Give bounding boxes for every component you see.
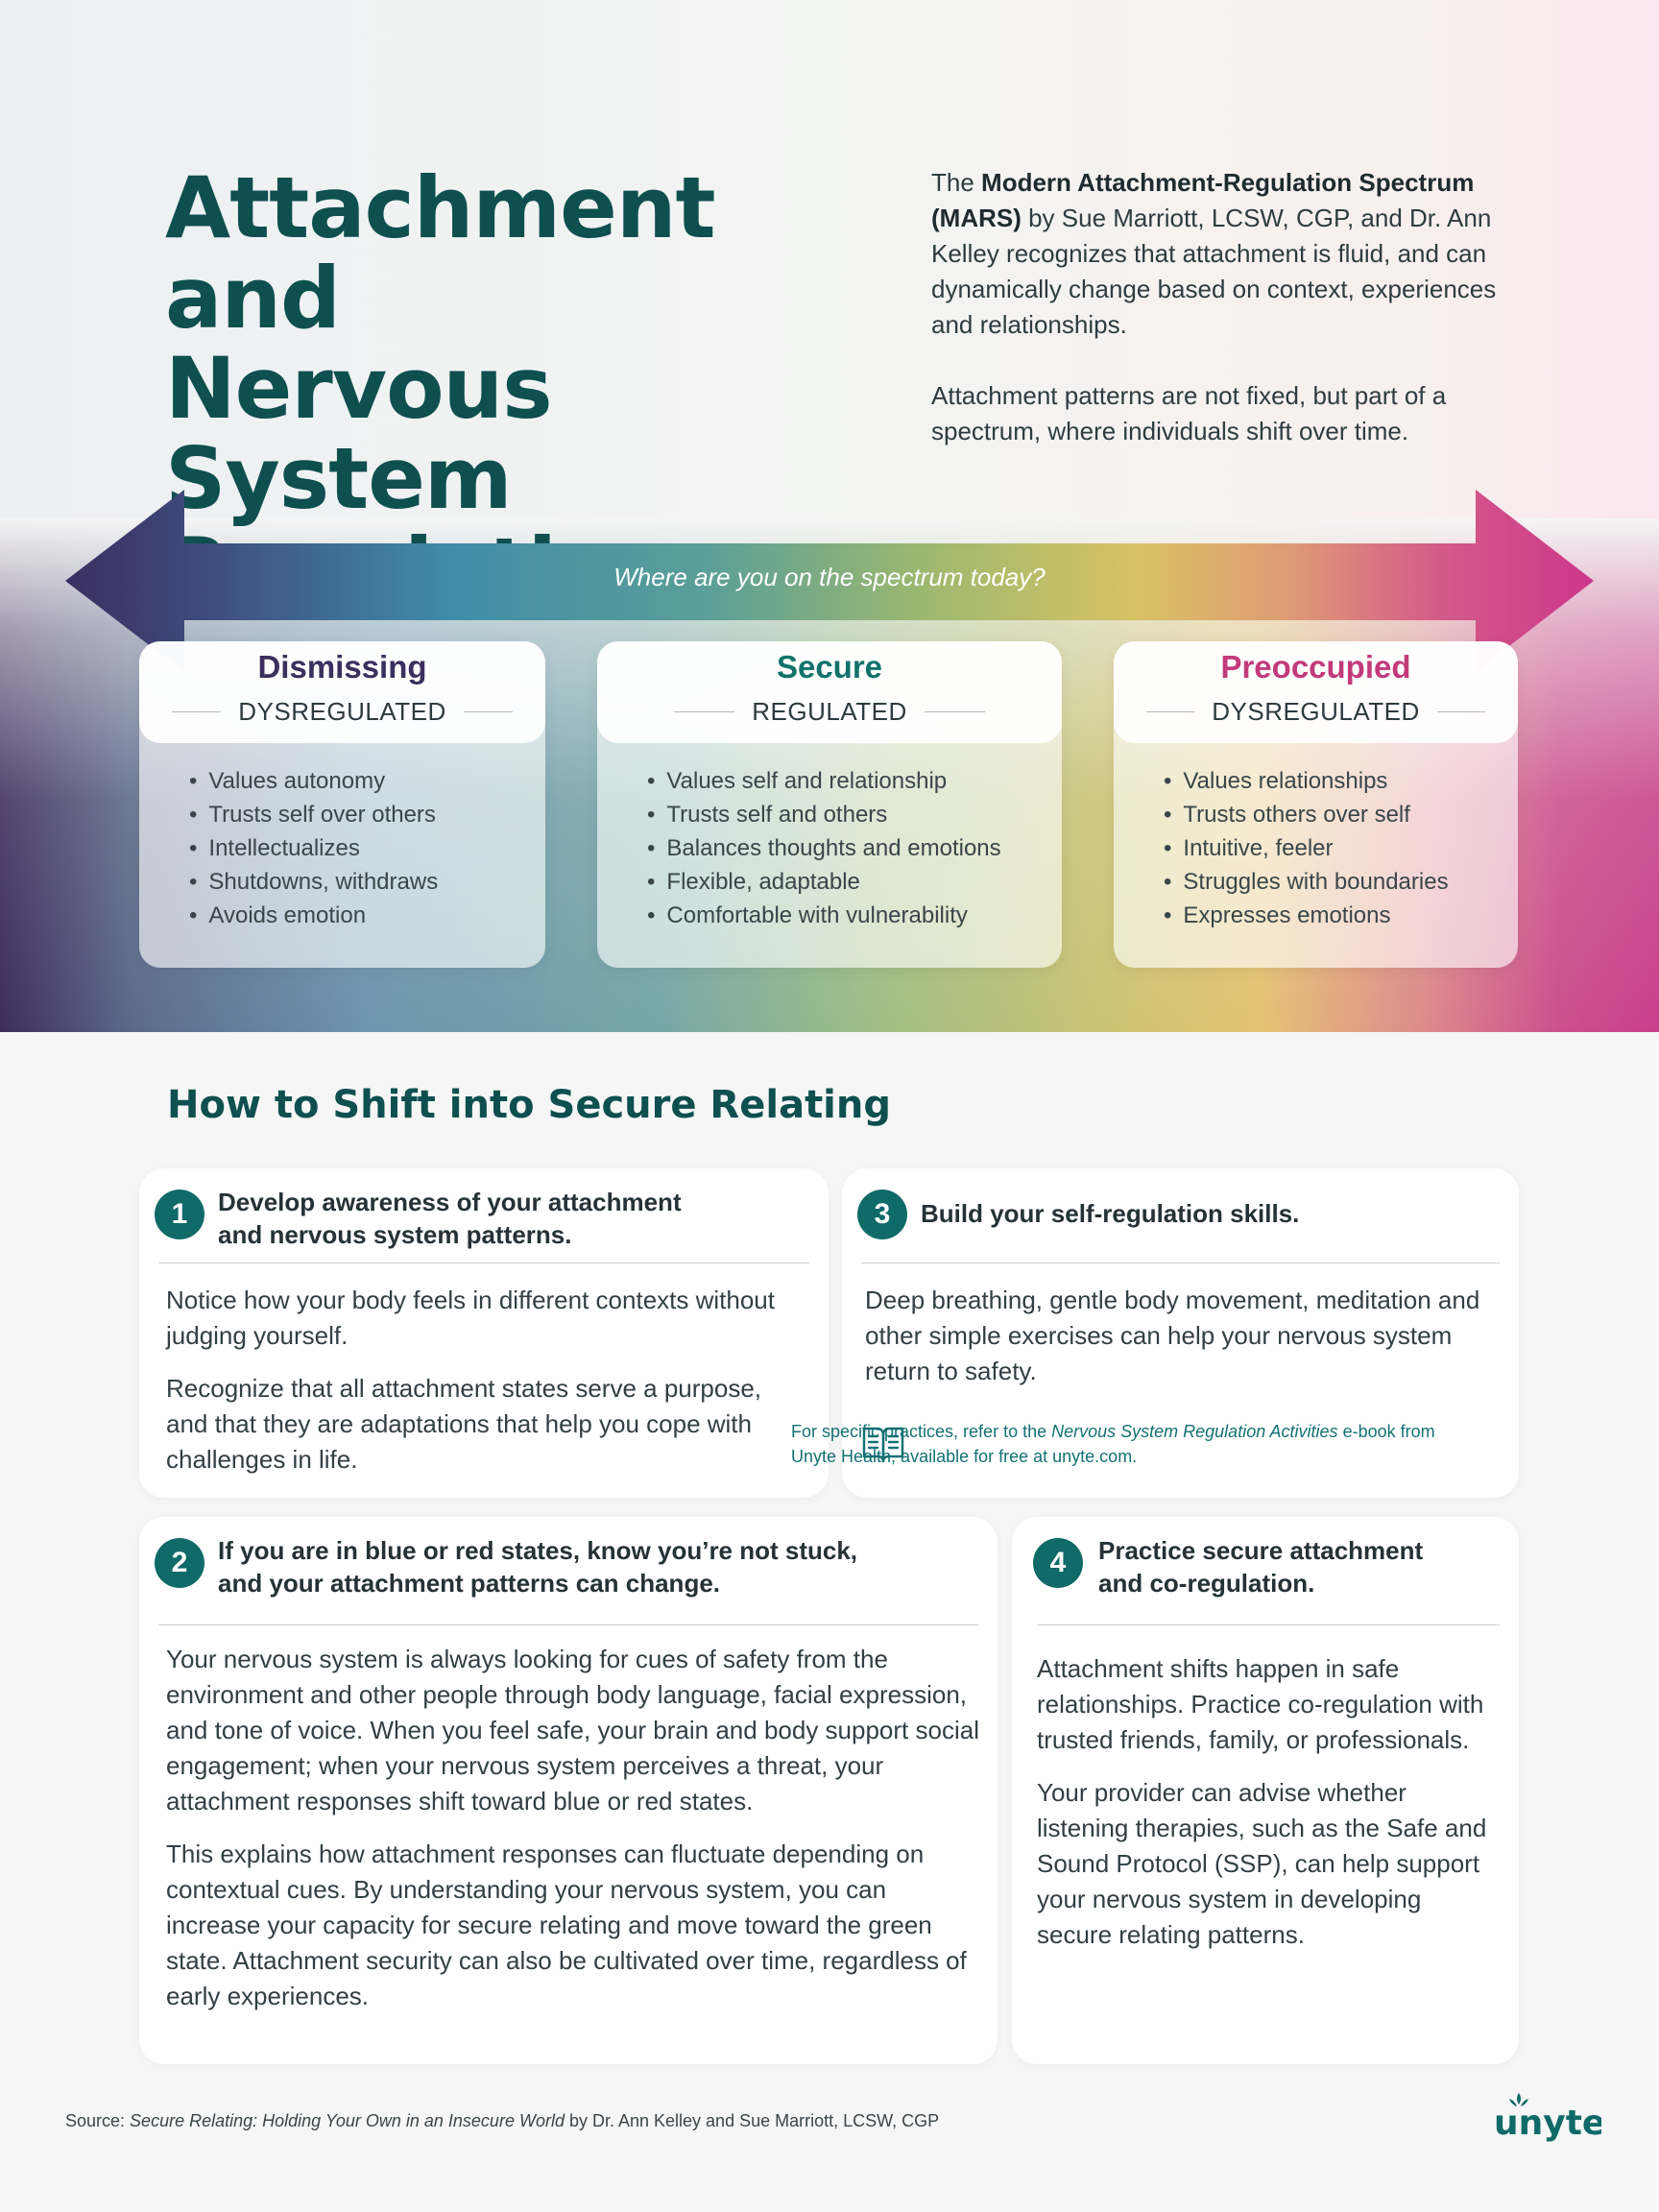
trait-list: Values autonomy Trusts self over others … bbox=[189, 764, 438, 932]
state-name: Dismissing bbox=[257, 649, 427, 685]
list-item: Shutdowns, withdraws bbox=[189, 865, 438, 899]
list-item: Comfortable with vulnerability bbox=[647, 899, 1001, 932]
state-status: DYSREGULATED bbox=[238, 697, 446, 726]
list-item: Values self and relationship bbox=[647, 764, 1001, 798]
step-body: Your nervous system is always looking fo… bbox=[166, 1645, 979, 2010]
step-number-badge: 4 bbox=[1033, 1538, 1083, 1588]
unyte-logo: unyte bbox=[1494, 2093, 1601, 2143]
list-item: Trusts self and others bbox=[647, 798, 1001, 831]
state-card-dismissing: Dismissing DYSREGULATED Values autonomy … bbox=[139, 641, 545, 968]
step-body: Notice how your body feels in different … bbox=[166, 1286, 775, 1474]
step-card-4: 4 Practice secure attachment and co-regu… bbox=[1012, 1517, 1519, 2064]
step-title: Build your self-regulation skills. bbox=[921, 1199, 1300, 1228]
step-number-badge: 2 bbox=[155, 1538, 204, 1588]
list-item: Avoids emotion bbox=[189, 899, 438, 932]
svg-text:unyte: unyte bbox=[1494, 2104, 1601, 2143]
spectrum-arrow bbox=[65, 490, 1594, 672]
state-status: REGULATED bbox=[752, 697, 907, 726]
state-name: Secure bbox=[776, 649, 883, 685]
list-item: Trusts others over self bbox=[1164, 798, 1449, 831]
intro-paragraph: Attachment patterns are not fixed, but p… bbox=[931, 381, 1447, 445]
trait-list: Values self and relationship Trusts self… bbox=[647, 764, 1001, 932]
divider bbox=[861, 1262, 1500, 1263]
arrow-shape bbox=[65, 490, 1594, 672]
list-item: Trusts self over others bbox=[189, 798, 438, 831]
spectrum-prompt: Where are you on the spectrum today? bbox=[613, 563, 1046, 591]
intro-text: The Modern Attachment-Regulation Spectru… bbox=[931, 165, 1507, 485]
step-card-3: 3 Build your self-regulation skills. Dee… bbox=[842, 1168, 1519, 1498]
source-citation: Source: Secure Relating: Holding Your Ow… bbox=[65, 2111, 940, 2130]
step-number-badge: 3 bbox=[857, 1190, 907, 1239]
state-card-secure: Secure REGULATED Values self and relatio… bbox=[597, 641, 1062, 968]
list-item: Balances thoughts and emotions bbox=[647, 831, 1000, 865]
section-title: How to Shift into Secure Relating bbox=[167, 1083, 892, 1127]
list-item: Flexible, adaptable bbox=[647, 865, 1001, 899]
list-item: Struggles with boundaries bbox=[1164, 865, 1448, 899]
state-status: DYSREGULATED bbox=[1212, 697, 1420, 726]
intro-paragraph: The Modern Attachment-Regulation Spectru… bbox=[931, 168, 1497, 339]
list-item: Values autonomy bbox=[189, 764, 438, 798]
step-body: Attachment shifts happen in safe relatio… bbox=[1037, 1654, 1487, 1949]
step-title: Practice secure attachment and co-regula… bbox=[1098, 1536, 1424, 1598]
list-item: Values relationships bbox=[1164, 764, 1449, 798]
divider bbox=[158, 1262, 809, 1263]
divider bbox=[1037, 1624, 1500, 1625]
trait-list: Values relationships Trusts others over … bbox=[1164, 764, 1449, 932]
state-card-preoccupied: Preoccupied DYSREGULATED Values relation… bbox=[1114, 641, 1518, 968]
step-card-2: 2 If you are in blue or red states, know… bbox=[139, 1517, 998, 2064]
step-card-1: 1 Develop awareness of your attachment a… bbox=[139, 1168, 829, 1498]
list-item: Intellectualizes bbox=[189, 831, 438, 865]
step-title: If you are in blue or red states, know y… bbox=[218, 1536, 858, 1598]
book-icon bbox=[862, 1427, 904, 1463]
step-title: Develop awareness of your attachment and… bbox=[218, 1188, 682, 1249]
step-number-badge: 1 bbox=[155, 1190, 204, 1239]
ebook-tip: For specific practices, refer to the Ner… bbox=[791, 1422, 1435, 1466]
divider bbox=[158, 1624, 978, 1625]
list-item: Intuitive, feeler bbox=[1164, 831, 1449, 865]
step-body: Deep breathing, gentle body movement, me… bbox=[865, 1286, 1480, 1385]
list-item: Expresses emotions bbox=[1164, 899, 1449, 932]
state-name: Preoccupied bbox=[1220, 649, 1411, 685]
